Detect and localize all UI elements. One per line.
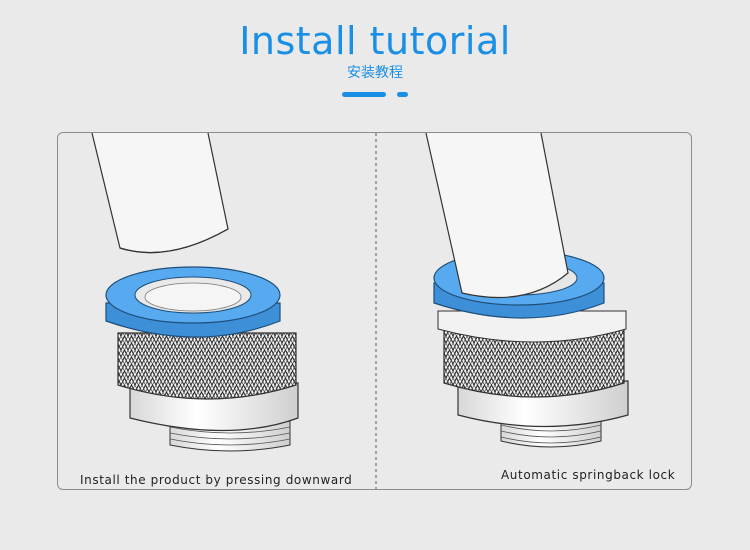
step2-knurl (443, 327, 625, 398)
step1-illustration (91, 133, 299, 452)
page-subtitle: 安装教程 (347, 65, 403, 81)
page-title: Install tutorial (239, 19, 511, 63)
step2-caption: Automatic springback lock (501, 468, 676, 482)
step2-tube (425, 133, 569, 299)
step1-caption: Install the product by pressing downward (80, 473, 353, 487)
tutorial-panel: Install the product by pressing downward… (57, 132, 692, 490)
step1-blue-ring (105, 266, 281, 338)
title-underline-long (342, 92, 386, 97)
step1-tube (91, 133, 229, 254)
title-underline-short (397, 92, 408, 97)
step2-illustration (425, 133, 629, 448)
fitting-illustrations (91, 133, 629, 489)
step1-knurl (117, 332, 297, 400)
